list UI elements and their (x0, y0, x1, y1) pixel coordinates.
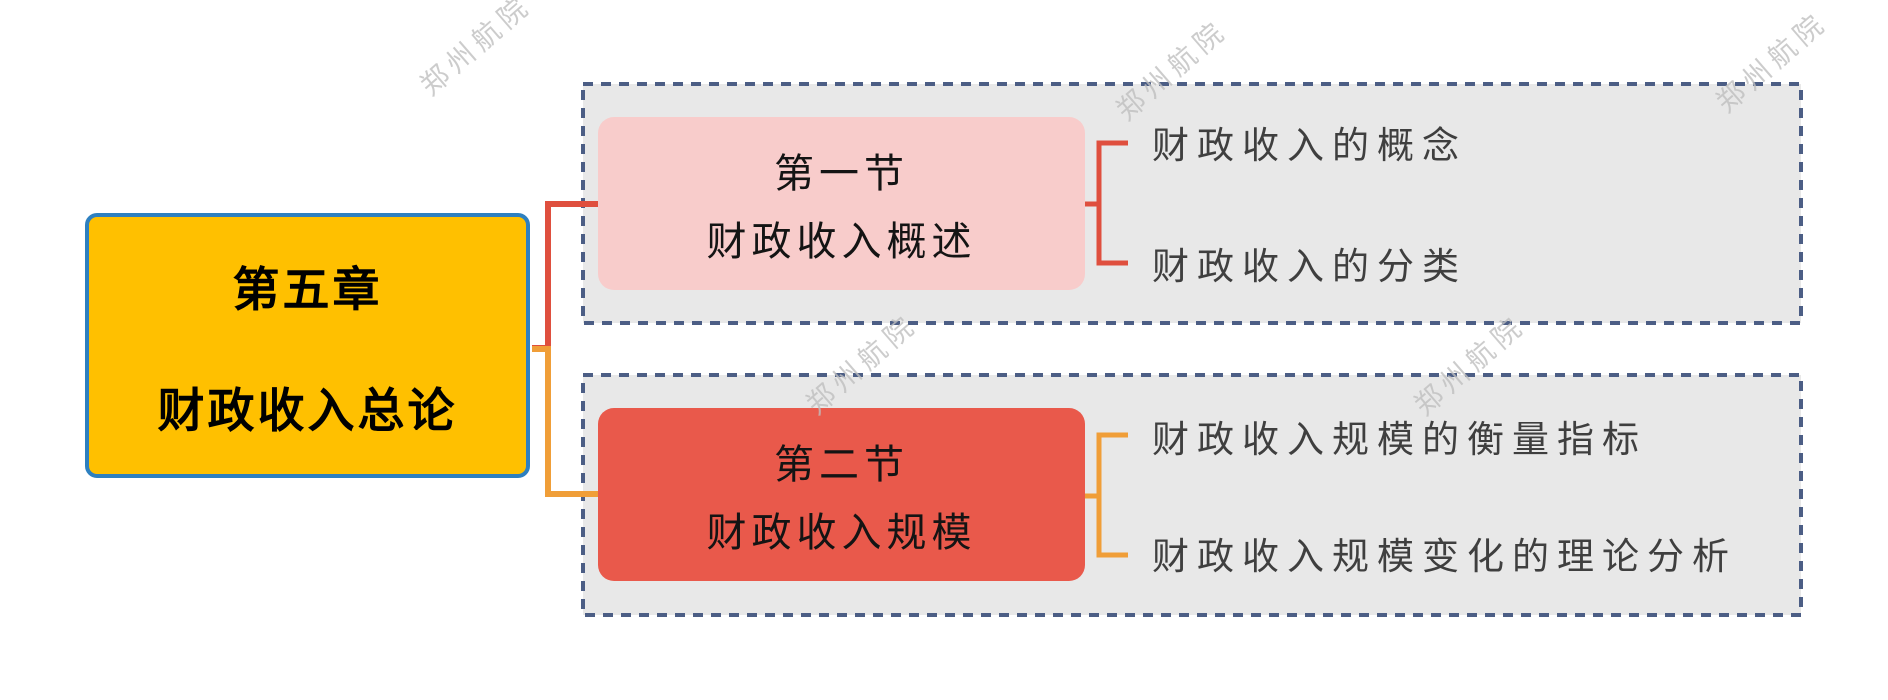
bracket-section-1 (1085, 140, 1128, 266)
chapter-title-line1: 第五章 (232, 262, 383, 316)
section-1-title-line1: 第一节 (774, 150, 909, 197)
chapter-title-line2: 财政收入总论 (157, 383, 458, 437)
leaf-item: 财政收入规模变化的理论分析 (1152, 535, 1737, 578)
section-2-title-line2: 财政收入规模 (706, 509, 977, 556)
chapter-node: 第五章 财政收入总论 (85, 213, 530, 478)
section-1-title-line2: 财政收入概述 (706, 218, 977, 265)
section-2-title-line1: 第二节 (774, 441, 909, 488)
leaf-item: 财政收入的概念 (1152, 124, 1467, 167)
section-1-node: 第一节 财政收入概述 (598, 117, 1085, 290)
connector-chapter-to-section-2 (532, 346, 600, 497)
leaf-item: 财政收入规模的衡量指标 (1152, 418, 1647, 461)
leaf-item: 财政收入的分类 (1152, 245, 1467, 288)
bracket-section-2 (1085, 432, 1128, 558)
section-2-node: 第二节 财政收入规模 (598, 408, 1085, 581)
